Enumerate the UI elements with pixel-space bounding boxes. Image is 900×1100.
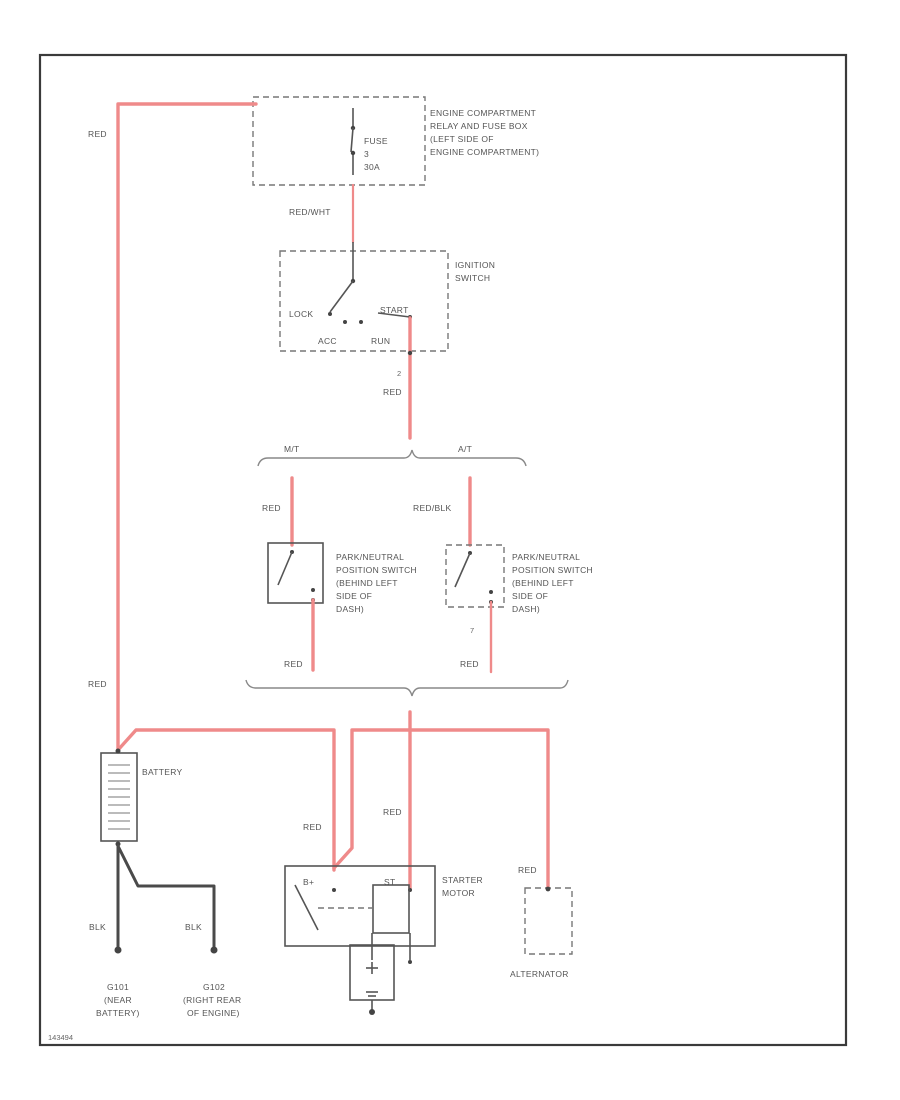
red-wire-battery-to-starter-b bbox=[116, 728, 336, 872]
ignition-switch-label-line-2: SWITCH bbox=[455, 273, 490, 283]
wire-label-red-wht: RED/WHT bbox=[289, 207, 331, 217]
engine-compartment-fuse-box bbox=[252, 96, 426, 186]
alternator-box bbox=[524, 887, 573, 955]
fuse-number: 3 bbox=[364, 149, 369, 159]
fuse-box-label-line-4: ENGINE COMPARTMENT) bbox=[430, 147, 539, 157]
ground-1-label-line-3: BATTERY) bbox=[96, 1008, 140, 1018]
alternator-terminal bbox=[545, 886, 551, 892]
pn-switch-at-box bbox=[445, 544, 505, 608]
ignition-acc-label: ACC bbox=[318, 336, 337, 346]
diagram-frame bbox=[38, 53, 848, 1047]
wire-label-red-blk-at: RED/BLK bbox=[413, 503, 452, 513]
red-wire-to-alternator bbox=[332, 728, 550, 890]
ignition-switch-box bbox=[279, 250, 449, 352]
starter-b-plus-label: B+ bbox=[303, 877, 314, 887]
starter-motor-label-line-2: MOTOR bbox=[442, 888, 475, 898]
pin-2-label: 2 bbox=[397, 369, 401, 378]
ignition-switch-label-line-1: IGNITION bbox=[455, 260, 495, 270]
transmission-split-brace-bottom bbox=[245, 679, 569, 697]
wire-label-red-after-ign: RED bbox=[383, 387, 402, 397]
pn-switch-at-label-line-5: DASH) bbox=[512, 604, 540, 614]
wire-label-red-after-mt: RED bbox=[284, 659, 303, 669]
pn-switch-at-contacts bbox=[454, 551, 493, 604]
pn-switch-mt-box bbox=[267, 542, 324, 604]
figure-id: 143494 bbox=[48, 1033, 73, 1042]
ignition-run-label: RUN bbox=[371, 336, 390, 346]
battery-label: BATTERY bbox=[142, 767, 183, 777]
ignition-lock-label: LOCK bbox=[289, 309, 313, 319]
pn-switch-mt-label-line-3: (BEHIND LEFT bbox=[336, 578, 398, 588]
wire-label-red-top-left: RED bbox=[88, 129, 107, 139]
battery-positive-terminal bbox=[115, 748, 121, 754]
pn-switch-mt-label-line-2: POSITION SWITCH bbox=[336, 565, 417, 575]
wire-label-red-to-starter-st: RED bbox=[383, 807, 402, 817]
starter-motor-box bbox=[284, 865, 436, 947]
ground-1-label-line-2: (NEAR bbox=[104, 995, 132, 1005]
fuse-box-label-line-3: (LEFT SIDE OF bbox=[430, 134, 494, 144]
alternator-label: ALTERNATOR bbox=[510, 969, 569, 979]
pn-switch-mt-label-line-1: PARK/NEUTRAL bbox=[336, 552, 404, 562]
wire-label-red-after-at: RED bbox=[460, 659, 479, 669]
wire-label-red-to-starter-b: RED bbox=[303, 822, 322, 832]
fuse-label: FUSE bbox=[364, 136, 388, 146]
pn-switch-mt-label-line-5: DASH) bbox=[336, 604, 364, 614]
pn-switch-at-label-line-4: SIDE OF bbox=[512, 591, 548, 601]
wire-label-blk-2: BLK bbox=[185, 922, 202, 932]
transmission-split-brace-top bbox=[257, 449, 527, 467]
pn-switch-mt-label-line-4: SIDE OF bbox=[336, 591, 372, 601]
ground-1-point bbox=[114, 946, 122, 954]
wire-label-red-mt: RED bbox=[262, 503, 281, 513]
mt-label: M/T bbox=[284, 444, 300, 454]
ignition-connector-dot bbox=[407, 350, 413, 356]
fuse-rating: 30A bbox=[364, 162, 380, 172]
pn-switch-at-label-line-1: PARK/NEUTRAL bbox=[512, 552, 580, 562]
pin-7-label: 7 bbox=[470, 626, 474, 635]
ignition-start-label: START bbox=[380, 305, 409, 315]
fuse-box-label-line-1: ENGINE COMPARTMENT bbox=[430, 108, 536, 118]
red-wire-battery-to-fuse bbox=[116, 102, 258, 752]
fuse-box-label-line-2: RELAY AND FUSE BOX bbox=[430, 121, 528, 131]
starter-motor-label-line-1: STARTER bbox=[442, 875, 483, 885]
ground-1-label-line-1: G101 bbox=[107, 982, 129, 992]
ground-2-label-line-2: (RIGHT REAR bbox=[183, 995, 241, 1005]
pn-switch-at-label-line-2: POSITION SWITCH bbox=[512, 565, 593, 575]
starter-st-label: ST bbox=[384, 877, 395, 887]
wire-label-blk-1: BLK bbox=[89, 922, 106, 932]
ignition-switch-symbol bbox=[328, 242, 412, 324]
ground-2-label-line-1: G102 bbox=[203, 982, 225, 992]
ground-2-label-line-3: OF ENGINE) bbox=[187, 1008, 240, 1018]
starter-motor-internals bbox=[294, 884, 412, 1015]
fuse-3-symbol bbox=[350, 108, 356, 175]
at-label: A/T bbox=[458, 444, 472, 454]
pn-switch-at-label-line-3: (BEHIND LEFT bbox=[512, 578, 574, 588]
pn-switch-mt-contacts bbox=[277, 550, 315, 602]
ground-2-point bbox=[210, 946, 218, 954]
wire-label-red-to-alt: RED bbox=[518, 865, 537, 875]
battery-cells bbox=[108, 764, 130, 830]
blk-wire-ground-2 bbox=[116, 844, 216, 950]
wire-label-red-mid-left: RED bbox=[88, 679, 107, 689]
